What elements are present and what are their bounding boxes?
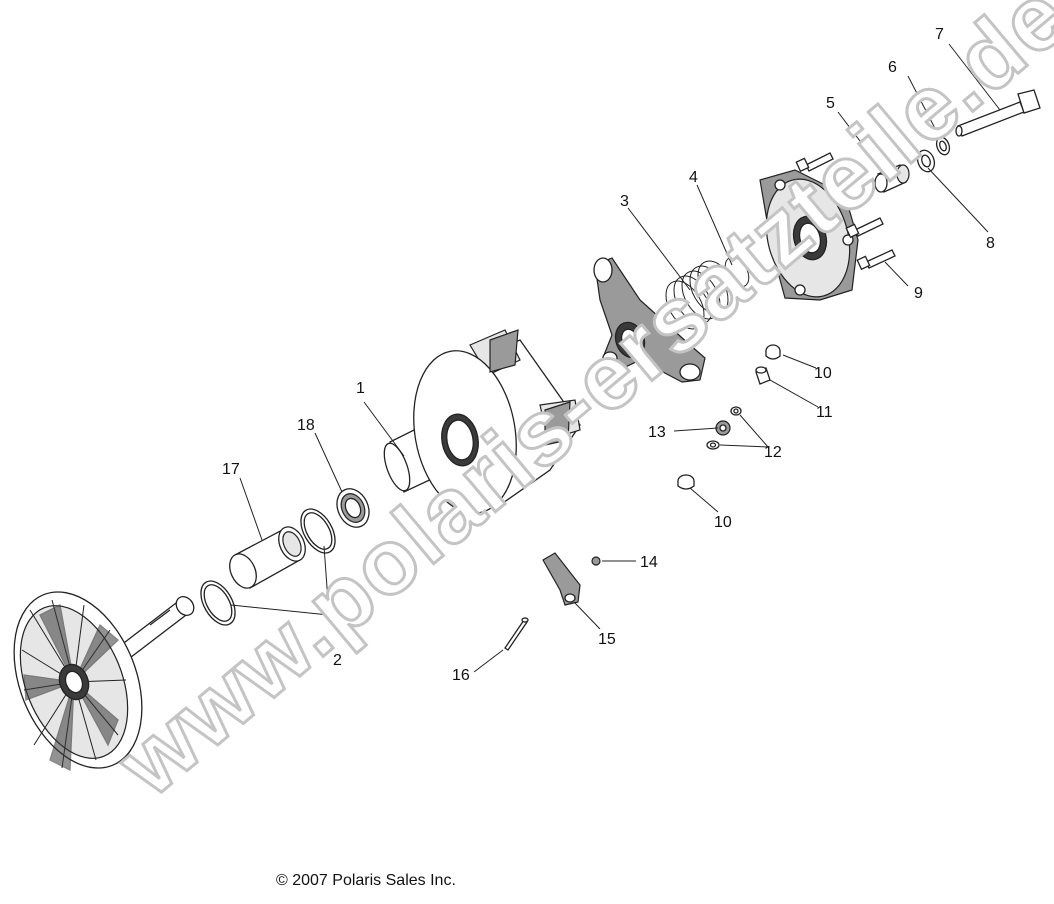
spider-3 [593, 257, 706, 383]
roller-13 [715, 420, 731, 436]
callout-16: 16 [452, 667, 470, 684]
callout-13: 13 [648, 424, 666, 441]
spring-4 [665, 256, 750, 330]
bolt-7 [955, 89, 1041, 137]
washer-6 [935, 136, 951, 156]
washer-12-lower [706, 440, 720, 450]
bushing-5 [874, 164, 910, 193]
callout-15: 15 [598, 631, 616, 648]
fixed-sheave-assembly [13, 591, 195, 772]
callout-18: 18 [297, 417, 315, 434]
bushing-17 [229, 526, 306, 589]
o-ring-2b [300, 508, 336, 554]
ring-18 [336, 488, 370, 528]
callout-9: 9 [914, 285, 923, 302]
washer-12-upper [730, 406, 742, 416]
callout-10-lower: 10 [714, 514, 732, 531]
bolt-middle [845, 217, 884, 239]
nut-14 [591, 556, 601, 566]
callout-2: 2 [333, 652, 342, 669]
callout-1: 1 [356, 380, 365, 397]
callout-4: 4 [689, 169, 698, 186]
callout-6: 6 [888, 59, 897, 76]
washer-8 [916, 149, 936, 173]
bolt-upper [795, 152, 834, 173]
weight-15 [542, 552, 581, 606]
callout-8: 8 [986, 235, 995, 252]
callout-10-upper: 10 [814, 365, 832, 382]
o-ring-2a [200, 580, 236, 626]
roller-10-lower [677, 474, 695, 490]
moveable-sheave [413, 329, 581, 514]
pin-16 [504, 617, 529, 651]
roller-10-upper [765, 344, 781, 360]
callout-12: 12 [764, 444, 782, 461]
bolt-9 [856, 249, 896, 271]
watermark-text: www.polaris-ersatzteile.de [99, 0, 1054, 816]
copyright-notice: © 2007 Polaris Sales Inc. [276, 872, 456, 889]
callout-17: 17 [222, 461, 240, 478]
callout-11: 11 [816, 404, 833, 421]
callout-5: 5 [826, 95, 835, 112]
pin-11 [755, 366, 771, 385]
callout-7: 7 [935, 26, 944, 43]
cover-plate [759, 169, 859, 301]
callout-labels: 1 2 3 4 5 6 7 8 9 10 10 11 12 13 14 15 1… [222, 26, 995, 684]
callout-3: 3 [620, 193, 629, 210]
leader-lines [230, 43, 1001, 673]
callout-14: 14 [640, 554, 658, 571]
